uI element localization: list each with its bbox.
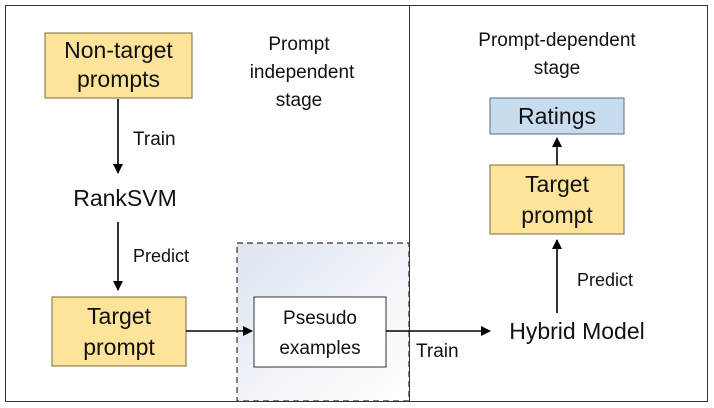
train-label-1: Train bbox=[133, 129, 176, 150]
ratings-label: Ratings bbox=[518, 103, 596, 129]
predict-label-2: Predict bbox=[577, 270, 633, 290]
train-label-2: Train bbox=[416, 341, 459, 362]
stage-independent-label-line3: stage bbox=[276, 90, 322, 111]
stage-independent-label-line1: Prompt bbox=[268, 34, 330, 55]
stage-dependent-label-line2: stage bbox=[534, 58, 580, 79]
stage-independent-label-line2: independent bbox=[250, 62, 355, 83]
non-target-prompts-line2: prompts bbox=[77, 66, 160, 92]
ranksvm-node: RankSVM bbox=[73, 185, 177, 211]
target-prompt-right-line2: prompt bbox=[521, 202, 593, 228]
non-target-prompts-box bbox=[44, 32, 193, 99]
target-prompt-right-line1: Target bbox=[525, 171, 590, 197]
hybrid-model-node: Hybrid Model bbox=[509, 318, 645, 344]
non-target-prompts-line1: Non-target bbox=[64, 37, 173, 63]
predict-label-1: Predict bbox=[133, 246, 189, 266]
target-prompt-left-line1: Target bbox=[87, 303, 152, 329]
target-prompt-left-line2: prompt bbox=[83, 334, 155, 360]
target-prompt-right-box bbox=[489, 164, 625, 235]
target-prompt-left-box bbox=[51, 296, 187, 367]
pseudo-examples-box bbox=[253, 296, 387, 368]
pseudo-examples-line2: examples bbox=[279, 338, 360, 359]
ratings-box bbox=[489, 97, 625, 135]
pseudo-examples-line1: Psesudo bbox=[283, 308, 357, 329]
stage-dependent-label-line1: Prompt-dependent bbox=[478, 30, 636, 51]
